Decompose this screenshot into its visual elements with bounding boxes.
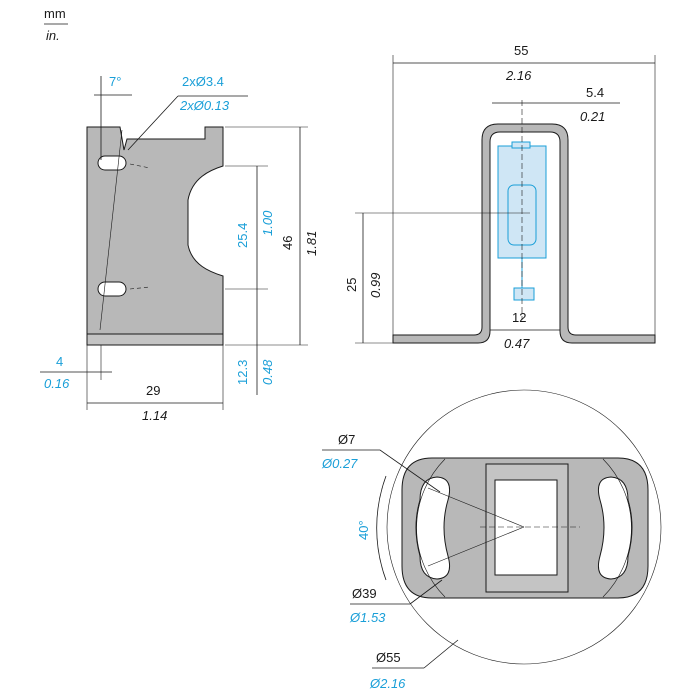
outer-circle: [386, 389, 662, 665]
angle-ray-lower: [427, 526, 525, 567]
offset-in-label: 0.21: [580, 109, 605, 124]
side-slot-lower: [97, 281, 127, 297]
holes-leader: [127, 95, 179, 151]
height-in-label: 1.81: [304, 231, 319, 256]
offset-mm-label: 5.4: [586, 85, 604, 100]
axis-height-mm-label: 25: [344, 278, 359, 292]
holes-mm-label: 2xØ3.4: [182, 74, 224, 89]
side-hole-axis-upper: [129, 163, 151, 169]
slot-span-in-label: 1.00: [260, 210, 275, 236]
slot-leader: [379, 449, 441, 493]
height-mm-label: 46: [280, 236, 295, 250]
axis-height-in-label: 0.99: [368, 273, 383, 298]
front-bracket-profile: [392, 123, 656, 344]
width-in-label: 1.14: [142, 408, 167, 423]
front-view: 55 2.16 5.4 0.21 25 0.99 12 0.47: [344, 43, 656, 351]
side-slot-upper: [97, 155, 127, 171]
side-view: 7° 2xØ3.4 2xØ0.13 25.4 1.00 46 1.81 12.3…: [40, 74, 319, 423]
top-center-opening: [494, 479, 558, 576]
pitch-arc-right: [602, 458, 632, 598]
thickness-mm-label: 4: [56, 354, 63, 369]
slot-span-mm-label: 25.4: [235, 223, 250, 248]
inner-width-in-label: 0.47: [504, 336, 530, 351]
bottom-mm-label: 12.3: [235, 360, 250, 385]
side-bracket-base: [86, 333, 224, 346]
pitch-arc-left: [416, 458, 446, 598]
side-hole-axis-lower: [129, 286, 151, 290]
slot-in-label: Ø0.27: [321, 456, 358, 471]
slot-mm-label: Ø7: [338, 432, 355, 447]
top-view: 40° Ø7 Ø0.27 Ø39 Ø1.53 Ø55 Ø2.16: [321, 389, 662, 691]
pitch-mm-label: Ø39: [352, 586, 377, 601]
thickness-in-label: 0.16: [44, 376, 70, 391]
total-width-in-label: 2.16: [505, 68, 532, 83]
units-legend: mm in.: [44, 6, 68, 43]
pitch-leader: [409, 579, 443, 605]
outer-in-label: Ø2.16: [369, 676, 406, 691]
top-slot-left: [415, 476, 451, 580]
bottom-in-label: 0.48: [260, 359, 275, 385]
unit-mm: mm: [44, 6, 66, 21]
side-angle-line: [99, 129, 123, 331]
angle-40-label: 40°: [356, 520, 371, 540]
sensor-top-cap: [511, 141, 531, 149]
holes-in-label: 2xØ0.13: [179, 98, 230, 113]
inner-width-mm-label: 12: [512, 310, 526, 325]
pitch-in-label: Ø1.53: [349, 610, 386, 625]
width-mm-label: 29: [146, 383, 160, 398]
angle-40-arc: [376, 475, 387, 581]
sensor-connector: [513, 287, 535, 301]
outer-leader: [423, 639, 459, 669]
unit-in: in.: [46, 28, 60, 43]
angle-ray-upper: [427, 487, 525, 528]
angle-7-label: 7°: [109, 74, 121, 89]
outer-mm-label: Ø55: [376, 650, 401, 665]
top-slot-right: [597, 476, 633, 580]
total-width-mm-label: 55: [514, 43, 528, 58]
